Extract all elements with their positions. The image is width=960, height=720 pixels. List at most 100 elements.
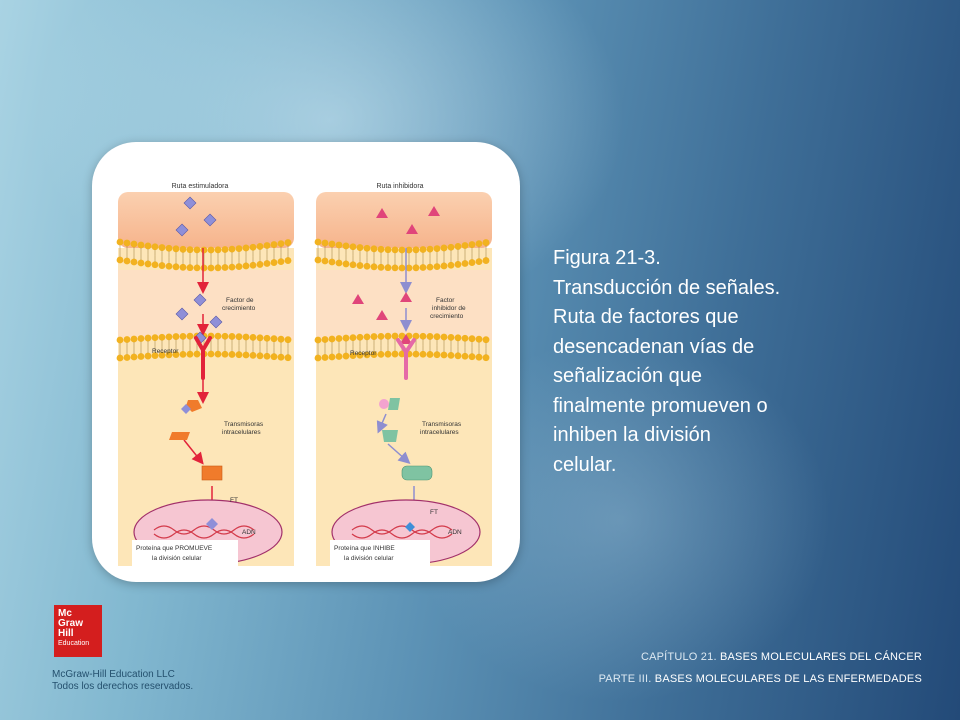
lipid-head — [221, 246, 229, 253]
lipid-head — [482, 354, 490, 362]
lipid-head — [412, 332, 420, 340]
figure-caption: Figura 21-3. Transducción de señales. Ru… — [553, 244, 823, 480]
inhibitory-factor-triangle — [376, 208, 388, 218]
lipid-head — [370, 263, 378, 271]
lipid-head — [426, 245, 434, 253]
lipid-head — [284, 257, 292, 264]
stimulatory-dna-label: ADN — [242, 529, 256, 536]
part-footer: PARTE III. BASES MOLECULARES DE LAS ENFE… — [599, 673, 922, 685]
logo-line: Graw — [58, 618, 84, 629]
inhibitory-transmitters-label-2: intracelulares — [420, 429, 459, 436]
transmitter-protein — [201, 465, 223, 481]
lipid-head — [328, 240, 336, 248]
inhibitory-receptor-label: Receptor — [350, 350, 377, 357]
lipid-head — [321, 257, 329, 265]
lipid-head — [433, 263, 441, 270]
lipid-head — [221, 332, 229, 340]
lipid-head — [391, 332, 399, 340]
lipid-head — [314, 336, 322, 344]
lipid-head — [277, 353, 285, 361]
lipid-head — [384, 246, 392, 254]
caption-line: Figura 21-3. — [553, 247, 661, 269]
lipid-head — [214, 350, 222, 358]
copyright: McGraw-Hill Education LLC Todos los dere… — [52, 669, 193, 693]
lipid-head — [377, 263, 385, 271]
lipid-head — [384, 264, 392, 272]
lipid-head — [363, 351, 371, 359]
inhibitory-result-label-2: la división celular — [344, 555, 394, 562]
lipid-head — [412, 246, 420, 254]
inhibitory-factor-triangle — [376, 310, 388, 320]
lipid-head — [165, 333, 173, 341]
caption-line: desencadenan vías de — [553, 335, 755, 358]
lipid-head — [186, 332, 194, 340]
dna-strand — [153, 529, 255, 539]
lipid-head — [419, 332, 427, 340]
lipid-head — [433, 351, 441, 359]
lipid-head — [440, 244, 448, 252]
stimulatory-intermediate-zone — [118, 270, 294, 340]
lipid-head — [377, 332, 385, 340]
transmitter-protein — [401, 465, 433, 481]
lipid-head — [123, 354, 131, 361]
lipid-head — [207, 264, 215, 272]
lipid-head — [165, 262, 173, 270]
lipid-head — [158, 262, 166, 269]
lipid-head — [214, 332, 222, 340]
lipid-head — [328, 258, 336, 266]
lipid-head — [270, 241, 278, 248]
lipid-head — [356, 244, 364, 251]
transmitter-protein — [388, 398, 400, 410]
lipid-head — [440, 333, 448, 341]
lipid-head — [433, 245, 441, 252]
lipid-head — [461, 242, 469, 249]
lipid-head — [186, 246, 194, 254]
lipid-head — [228, 333, 236, 340]
inhibitory-ligand-dot — [379, 399, 389, 409]
stimulatory-receptor-label: Receptor — [152, 348, 179, 355]
lipid-head — [235, 263, 243, 270]
lipid-head — [179, 332, 187, 340]
lipid-head — [454, 352, 462, 360]
lipid-head — [186, 350, 194, 358]
lipid-head — [405, 264, 413, 272]
lipid-head — [447, 243, 455, 251]
inhibitory-factor-triangle — [400, 334, 412, 344]
lipid-head — [349, 334, 357, 342]
lipid-head — [314, 354, 322, 362]
lipid-head — [405, 246, 413, 254]
lipid-head — [235, 333, 243, 341]
lipid-head — [179, 263, 187, 271]
chapter-prefix: CAPÍTULO 21. — [640, 651, 717, 663]
figure-card: Ruta estimuladora Factor de — [92, 142, 520, 582]
lipid-head — [193, 264, 201, 272]
lipid-head — [342, 242, 350, 250]
inhibitory-arrow-4 — [387, 443, 411, 464]
lipid-head — [144, 352, 152, 360]
copyright-line: McGraw-Hill Education LLC — [52, 669, 175, 680]
lipid-head — [137, 335, 145, 342]
lipid-head — [277, 335, 285, 343]
lipid-head — [235, 351, 243, 359]
lipid-head — [263, 334, 271, 342]
lipid-head — [349, 261, 357, 269]
lipid-head — [186, 264, 194, 272]
lipid-head — [447, 261, 455, 269]
lipid-head — [482, 257, 490, 264]
dna-strand — [153, 525, 255, 535]
lipid-head — [342, 352, 350, 360]
lipid-head — [116, 238, 124, 246]
lipid-head — [144, 334, 152, 342]
lipid-head — [221, 350, 229, 358]
lipid-head — [249, 261, 257, 269]
lipid-head — [384, 350, 392, 358]
lipid-head — [270, 353, 278, 361]
lipid-head — [370, 333, 378, 340]
growth-factor-diamond — [181, 404, 191, 414]
lipid-head — [284, 239, 292, 246]
lipid-head — [130, 353, 138, 361]
lipid-head — [482, 336, 490, 344]
caption-line: señalización que — [553, 365, 702, 387]
lipid-head — [447, 351, 455, 359]
